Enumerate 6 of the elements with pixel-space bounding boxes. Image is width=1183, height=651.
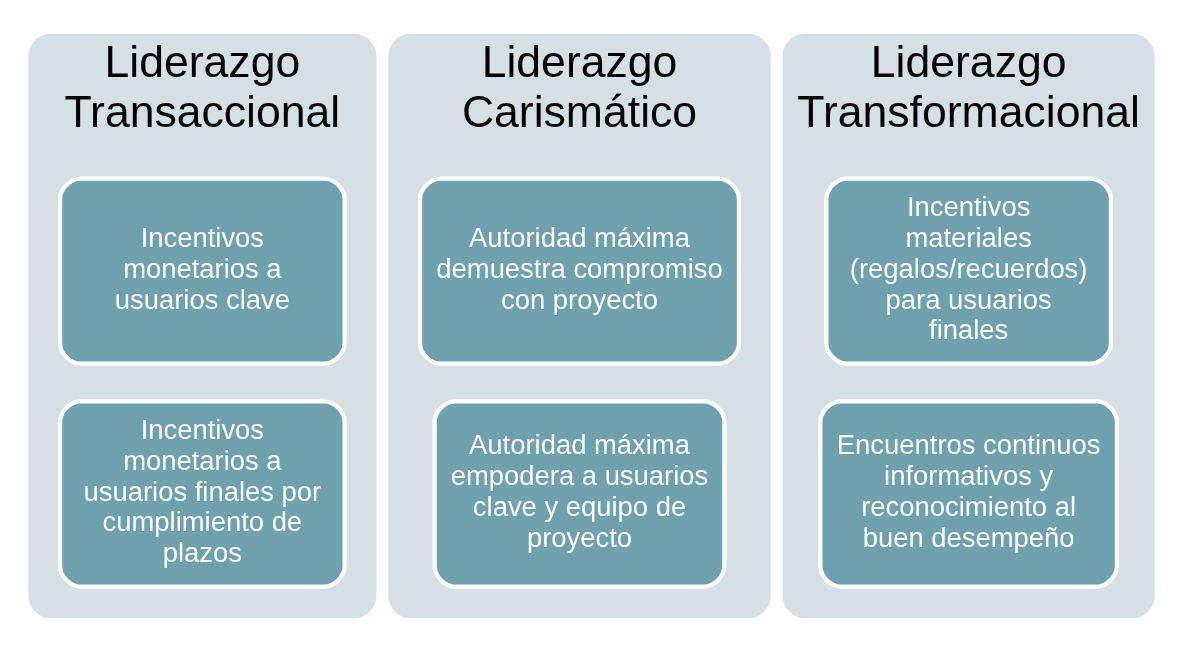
node-box: Autoridad máxima demuestra compromiso con proyecto	[417, 175, 742, 366]
node-box: Incentivos monetarios a usuarios clave	[57, 175, 347, 366]
node-box: Autoridad máxima empodera a usuarios clave y equipo de proyecto	[432, 398, 727, 589]
node-box: Incentivos materiales (regalos/recuerdos) para usuarios finales	[824, 175, 1114, 366]
node-box: Incentivos monetarios a usuarios finales por cumplimiento de plazos	[57, 398, 347, 589]
node-box: Encuentros continuos informativos y reconocimiento al buen desempeño	[818, 398, 1120, 589]
